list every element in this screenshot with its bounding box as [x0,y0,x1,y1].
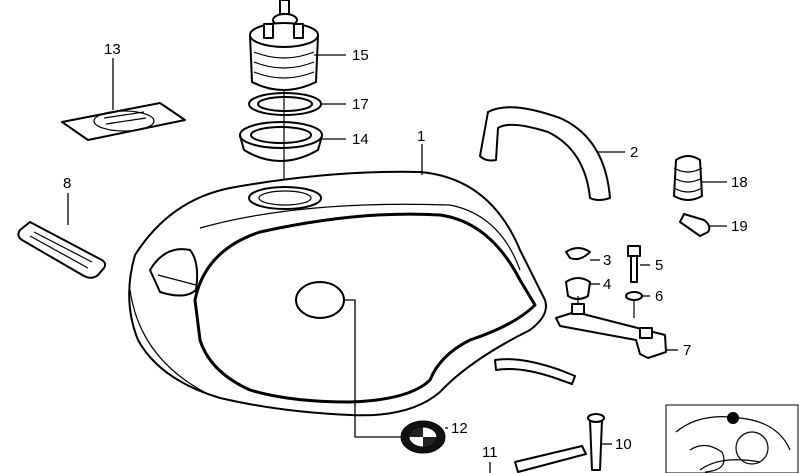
callout-13: 13 [104,41,121,58]
callout-8: 8 [63,175,71,192]
part-8-reflector [17,221,107,279]
callout-19: 19 [731,218,748,235]
callout-5: 5 [655,257,663,274]
callout-11: 11 [482,444,498,461]
part-6-washer [625,291,643,318]
part-11-rod [514,445,587,473]
callout-1: 1 [417,128,425,145]
part-2-knee-pad [479,106,611,201]
callout-17: 17 [352,96,369,113]
callout-2: 2 [630,144,638,161]
part-7-bracket [555,303,667,359]
fuel-hose [494,358,576,385]
part-12-emblem [400,420,446,454]
callout-12: 12 [451,420,468,437]
part-15-filler-cap [249,0,319,91]
callout-14: 14 [352,131,369,148]
part-13-decal [61,102,186,141]
leader-lines [67,54,727,473]
part-14-filler-ring [239,121,323,162]
callout-6: 6 [655,288,663,305]
callout-4: 4 [603,276,611,293]
callout-7: 7 [683,342,691,359]
location-inset [665,404,799,473]
part-10-tap [587,413,605,471]
callout-3: 3 [603,252,611,269]
part-5-screw [627,245,641,283]
callout-10: 10 [615,436,632,453]
part-17-seal-ring [248,92,322,116]
callout-15: 15 [352,47,369,64]
callout-18: 18 [731,174,748,191]
part-1-fuel-tank [128,170,547,417]
callouts: 13 8 15 17 14 1 2 18 19 3 4 5 6 7 12 11 … [63,41,748,461]
part-18-buffer [673,155,703,201]
part-19-plug [679,213,711,237]
part-3-clip [565,247,591,261]
